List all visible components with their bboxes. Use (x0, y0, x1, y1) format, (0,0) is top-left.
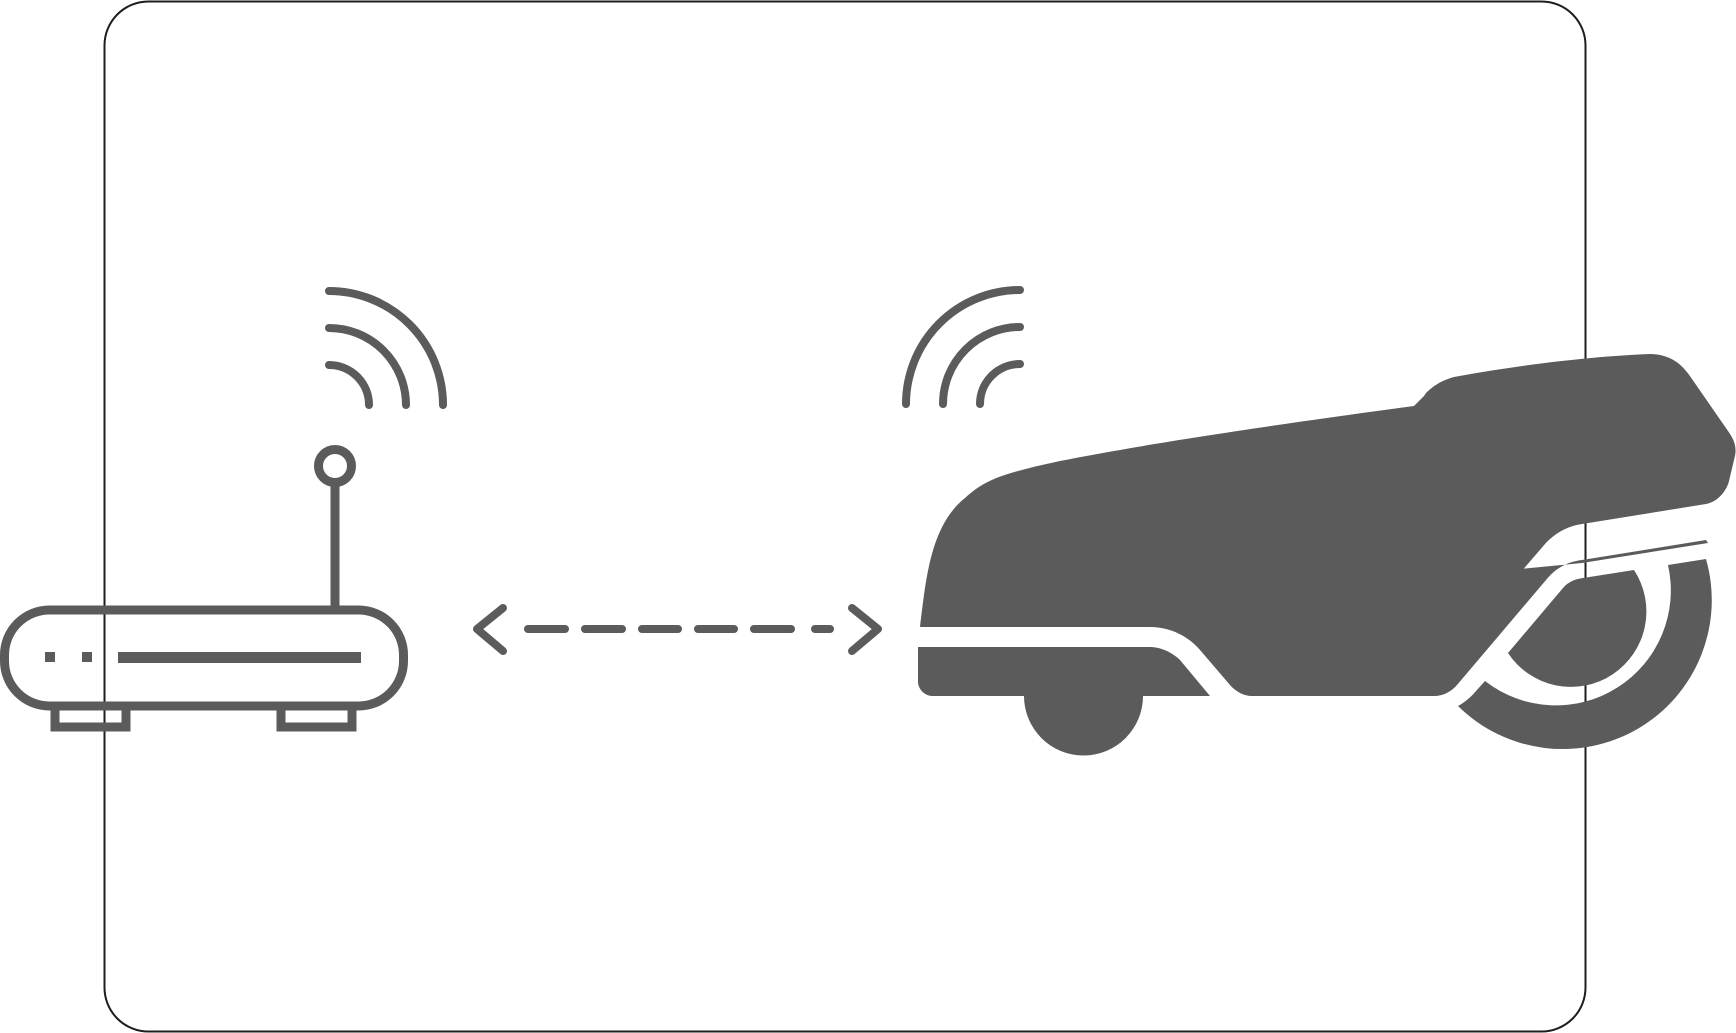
router-icon (0, 445, 408, 732)
mower-wifi-signal-icon (902, 286, 1024, 408)
mower-signal-arc-small (976, 360, 1024, 408)
mower-signal-arc-large (902, 286, 1024, 408)
mower-rear-wheel-hub (1508, 570, 1647, 687)
mower-front-wheel (1024, 696, 1143, 749)
router-signal-arc-small (325, 361, 373, 409)
router-signal-arc-large (325, 287, 447, 409)
mower-chassis (919, 540, 1708, 696)
router-signal-arc-medium (325, 324, 410, 409)
arrow-head-left (473, 604, 507, 655)
router-antenna-tip (314, 445, 356, 487)
mower-rear-wheel-rim (1458, 559, 1712, 750)
bidirectional-dashed-arrow-icon (473, 604, 882, 655)
router-led-1 (45, 652, 55, 662)
router-body (0, 605, 408, 711)
robotic-lawn-mower-icon (918, 354, 1736, 756)
router-foot-left (50, 706, 131, 732)
router-wifi-signal-icon (325, 287, 447, 409)
mower-signal-arc-medium (939, 323, 1024, 408)
router-foot-right (276, 706, 357, 732)
mower-hood (920, 354, 1736, 627)
arrow-head-right (848, 604, 882, 655)
router-led-2 (82, 652, 92, 662)
router-vent-bar (118, 652, 361, 663)
